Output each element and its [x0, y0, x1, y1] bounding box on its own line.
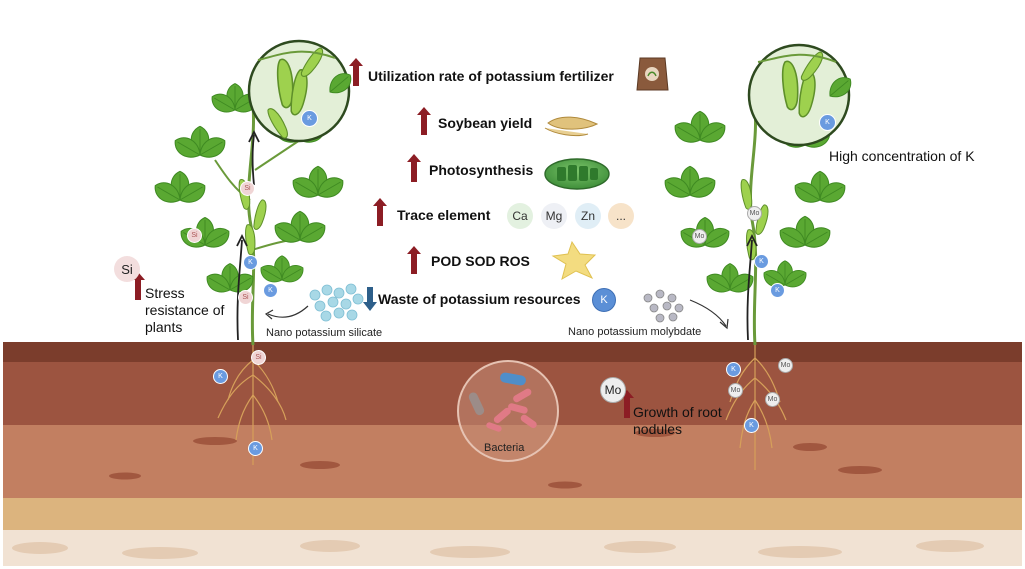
element-chip-ca: Ca: [507, 203, 533, 229]
high-concentration-note: High concentration of K: [829, 148, 975, 164]
left-soybean-plant: [151, 39, 356, 465]
chloroplast-icon: [544, 158, 610, 190]
soil-profile: [3, 342, 1022, 566]
ros-star-icon: [551, 240, 597, 281]
potassium-ion-right-stem-lower: K: [770, 283, 785, 298]
nano-potassium-molybdate-particles: [643, 289, 684, 323]
potassium-ion-in-zoom: K: [819, 114, 836, 131]
effect-label-potassium-waste: Waste of potassium resources: [378, 291, 581, 307]
effect-label-pod-sod-ros: POD SOD ROS: [431, 253, 530, 269]
molybdenum-ion-pod: Mo: [747, 206, 762, 221]
molybdenum-badge: Mo: [600, 377, 626, 403]
molybdenum-ion-leaf: Mo: [692, 229, 707, 244]
effect-label-photosynthesis: Photosynthesis: [429, 162, 534, 178]
nano-potassium-silicate-particles: [309, 283, 364, 322]
effect-label-trace-element: Trace element: [397, 207, 491, 223]
effect-label-fertilizer-utilization: Utilization rate of potassium fertilizer: [368, 68, 614, 84]
bacteria-label: Bacteria: [484, 442, 525, 454]
silicon-ion-leaf: Si: [187, 228, 202, 243]
potassium-badge: K: [592, 288, 616, 312]
fertilizer-bag-icon: [636, 57, 669, 91]
silicon-ion-stem: Si: [238, 290, 253, 305]
effect-label-soybean-yield: Soybean yield: [438, 115, 533, 131]
silicate-uptake-arrow: [267, 305, 309, 318]
potassium-ion-right-stem: K: [754, 254, 769, 269]
nano-potassium-molybdate-label: Nano potassium molybdate: [568, 326, 702, 338]
bacteria-illustration: [457, 360, 559, 462]
silicon-ion-pod: Si: [240, 181, 255, 196]
molybdate-uptake-arrow: [689, 299, 727, 327]
potassium-ion-right-deep-root: K: [744, 418, 759, 433]
silicon-ion-root: Si: [251, 350, 266, 365]
element-chip-more: ...: [608, 203, 634, 229]
root-nodule-growth-note: Growth of root nodules: [633, 404, 722, 437]
stress-resistance-note: Stress resistance of plants: [145, 285, 225, 335]
potassium-ion-root: K: [213, 369, 228, 384]
potassium-ion-in-pod: K: [301, 110, 318, 127]
molybdenum-ion-root-right: Mo: [765, 392, 780, 407]
element-chip-mg: Mg: [541, 203, 567, 229]
molybdenum-ion-root: Mo: [778, 358, 793, 373]
molybdenum-ion-root-left: Mo: [728, 383, 743, 398]
potassium-ion-right-root: K: [726, 362, 741, 377]
nano-potassium-silicate-label: Nano potassium silicate: [266, 327, 383, 339]
silicon-badge: Si: [114, 256, 140, 282]
potassium-ion-stem-lower: K: [263, 283, 278, 298]
potassium-ion-stem: K: [243, 255, 258, 270]
element-chip-zn: Zn: [575, 203, 601, 229]
potassium-ion-deep-root: K: [248, 441, 263, 456]
soybean-pods-icon: [544, 116, 599, 137]
